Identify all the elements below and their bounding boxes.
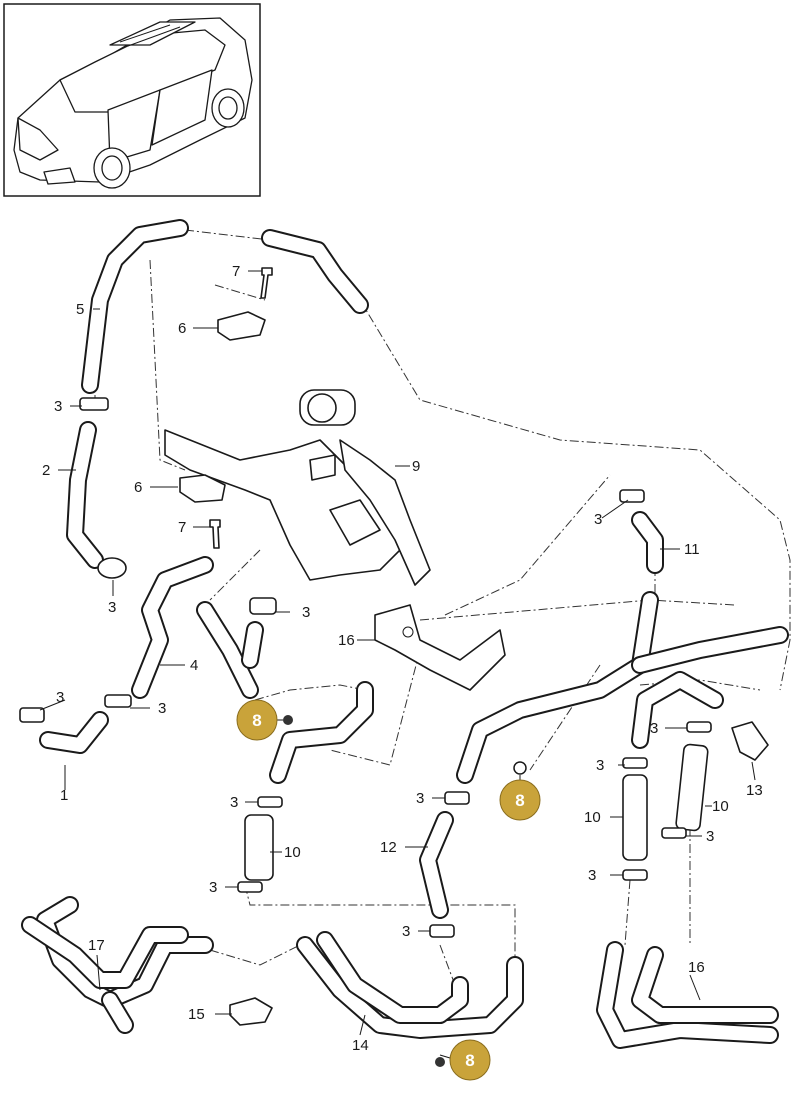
badge-circle <box>449 1039 491 1081</box>
callout-15: 15 <box>188 1006 205 1023</box>
badge-8-bottom: 8 <box>449 1039 491 1081</box>
clamps-part-3 <box>19 397 712 938</box>
hose-clamp-icon <box>686 721 712 733</box>
hose-clamp-icon <box>661 827 687 839</box>
badges-part-8: 8 8 8 <box>236 699 541 1081</box>
nut-icon <box>513 761 527 775</box>
callout-3-f: 3 <box>158 700 166 717</box>
callout-3-c: 3 <box>594 511 602 528</box>
callout-10-left: 10 <box>284 844 301 861</box>
callout-14: 14 <box>352 1037 369 1054</box>
hose-clamp-icon <box>444 791 470 805</box>
callout-12: 12 <box>380 839 397 856</box>
hose-part-17 <box>21 896 214 1034</box>
pipe-right-branch <box>631 671 724 749</box>
hose-part-4 <box>131 556 214 699</box>
badge-8-mid: 8 <box>499 779 541 821</box>
callout-1: 1 <box>60 787 68 804</box>
callout-7-upper: 7 <box>232 263 240 280</box>
callout-9: 9 <box>412 458 420 475</box>
callout-3-m: 3 <box>588 867 596 884</box>
callout-10-mid: 10 <box>584 809 601 826</box>
callout-10-right: 10 <box>712 798 729 815</box>
hose-clamp-icon <box>79 397 109 411</box>
callout-17: 17 <box>88 937 105 954</box>
callout-4: 4 <box>190 657 198 674</box>
badge-circle <box>236 699 278 741</box>
vehicle-thumbnail <box>3 3 261 197</box>
hose-part-5 <box>81 219 369 394</box>
holders <box>179 311 769 1026</box>
callout-3-e: 3 <box>56 689 64 706</box>
bracket-part-16 <box>374 604 506 691</box>
nut-icon <box>435 1057 445 1067</box>
callout-7-lower: 7 <box>178 519 186 536</box>
hose-clamp-icon <box>622 757 648 769</box>
pump-assembly-part-9 <box>164 389 431 586</box>
leader-lines <box>39 270 756 1059</box>
hose-clamp-icon <box>19 707 45 723</box>
hose-lower-left <box>269 681 374 784</box>
vehicle-icon <box>13 17 253 189</box>
hose-center-pipe <box>196 601 264 699</box>
hose-clamp-icon <box>257 796 283 808</box>
callout-5: 5 <box>76 301 84 318</box>
hose-part-10-right <box>622 743 709 861</box>
hose-part-10-left <box>244 814 274 881</box>
callout-6-upper: 6 <box>178 320 186 337</box>
nut-icon <box>283 715 293 725</box>
hose-clamp-icon <box>429 924 455 938</box>
hose-part-2 <box>66 421 104 569</box>
badge-label: 8 <box>465 1051 474 1070</box>
hose-clamp-icon <box>249 597 277 615</box>
callout-3-b: 3 <box>108 599 116 616</box>
hose-clamp-icon <box>237 881 263 893</box>
callout-3-g: 3 <box>650 720 658 737</box>
hose-part-12 <box>419 811 454 919</box>
hose-clamp-icon <box>622 869 648 881</box>
callout-3-l: 3 <box>209 879 217 896</box>
callout-3-h: 3 <box>596 757 604 774</box>
hose-part-11 <box>631 511 664 574</box>
nuts-part-8 <box>283 715 527 1067</box>
hose-clamp-icon <box>104 694 132 708</box>
badge-label: 8 <box>252 711 261 730</box>
callout-11: 11 <box>684 541 700 558</box>
callout-3-k: 3 <box>706 828 714 845</box>
callout-16-upper: 16 <box>338 632 355 649</box>
callout-13: 13 <box>746 782 763 799</box>
callout-3-n: 3 <box>402 923 410 940</box>
badge-8-left: 8 <box>236 699 278 741</box>
pipe-center-right <box>456 591 789 784</box>
badge-circle <box>499 779 541 821</box>
hose-clamp-icon <box>619 489 645 503</box>
hose-part-1 <box>39 711 109 754</box>
badge-label: 8 <box>515 791 524 810</box>
callout-16-lower: 16 <box>688 959 705 976</box>
bolts-part-7 <box>209 267 273 549</box>
callout-3-i: 3 <box>230 794 238 811</box>
hose-clamp-icon <box>97 557 127 579</box>
callout-labels: 7 6 5 3 2 6 7 9 3 3 11 3 16 4 3 3 1 3 13… <box>42 263 763 1054</box>
hose-part-14 <box>296 931 524 1039</box>
callout-3-a: 3 <box>54 398 62 415</box>
pipe-part-16-lower <box>596 941 779 1049</box>
callout-6-lower: 6 <box>134 479 142 496</box>
callout-3-d: 3 <box>302 604 310 621</box>
callout-2: 2 <box>42 462 50 479</box>
callout-3-j: 3 <box>416 790 424 807</box>
